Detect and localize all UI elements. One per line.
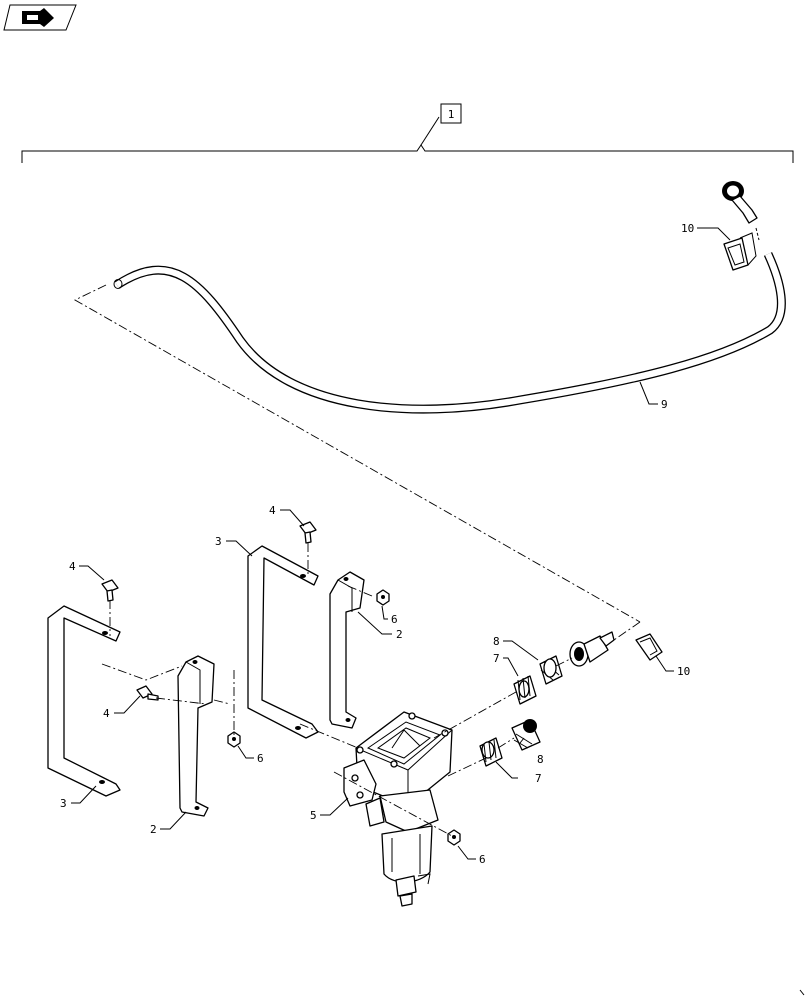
bracket-part-3-middle	[247, 545, 319, 739]
nut-part-6-lower	[447, 829, 461, 846]
elbow-fitting	[722, 181, 760, 241]
callout-8-upper: 8	[493, 635, 500, 648]
fitting-part-7-lower	[479, 737, 503, 767]
assembly-number-box: 1	[440, 103, 462, 124]
callout-2-bottom: 2	[150, 823, 157, 836]
callout-leaders	[71, 227, 731, 860]
callout-8-lower: 8	[537, 753, 544, 766]
callout-6-lower: 6	[479, 853, 486, 866]
valve-filter-part-5	[343, 711, 453, 907]
callout-7-upper: 7	[493, 652, 500, 665]
callout-10-top: 10	[681, 222, 694, 235]
callout-3-mid: 3	[215, 535, 222, 548]
callout-9: 9	[661, 398, 668, 411]
bracket-part-2-left	[177, 655, 215, 817]
callout-labels: 9 10 10 8 7 8 7 4 4 4 3 3 2 2 6 6 6 5	[60, 222, 694, 866]
callout-4-mid: 4	[103, 707, 110, 720]
callout-4-left: 4	[69, 560, 76, 573]
fitting-part-7-upper	[513, 675, 537, 705]
bracket-part-2-middle	[329, 571, 365, 729]
callout-3-left: 3	[60, 797, 67, 810]
fitting-part-8-lower	[511, 719, 541, 751]
quick-coupling	[569, 631, 615, 667]
nut-part-6-mid	[227, 731, 241, 748]
nut-part-6-upper	[376, 589, 390, 606]
bolt-part-4-left	[101, 579, 119, 602]
callout-4-top: 4	[269, 504, 276, 517]
fitting-part-8-upper	[539, 655, 563, 685]
forward-arrow-icon[interactable]	[3, 4, 77, 31]
clip-part-10-right	[635, 633, 663, 661]
assembly-bracket	[21, 116, 794, 163]
callout-2-right: 2	[396, 628, 403, 641]
callout-7-lower: 7	[535, 772, 542, 785]
callout-10-right: 10	[677, 665, 690, 678]
alignment-lines	[74, 284, 641, 837]
corner-mark	[799, 989, 805, 996]
bolt-part-4-top	[299, 521, 317, 544]
callout-6-upper: 6	[391, 613, 398, 626]
bracket-part-3-left	[47, 605, 121, 797]
clip-part-10-top	[723, 232, 757, 271]
assembly-number: 1	[448, 108, 455, 121]
callout-6-mid: 6	[257, 752, 264, 765]
bolt-part-4-mid	[136, 685, 159, 701]
hose-part-9	[113, 252, 786, 414]
callout-5: 5	[310, 809, 317, 822]
